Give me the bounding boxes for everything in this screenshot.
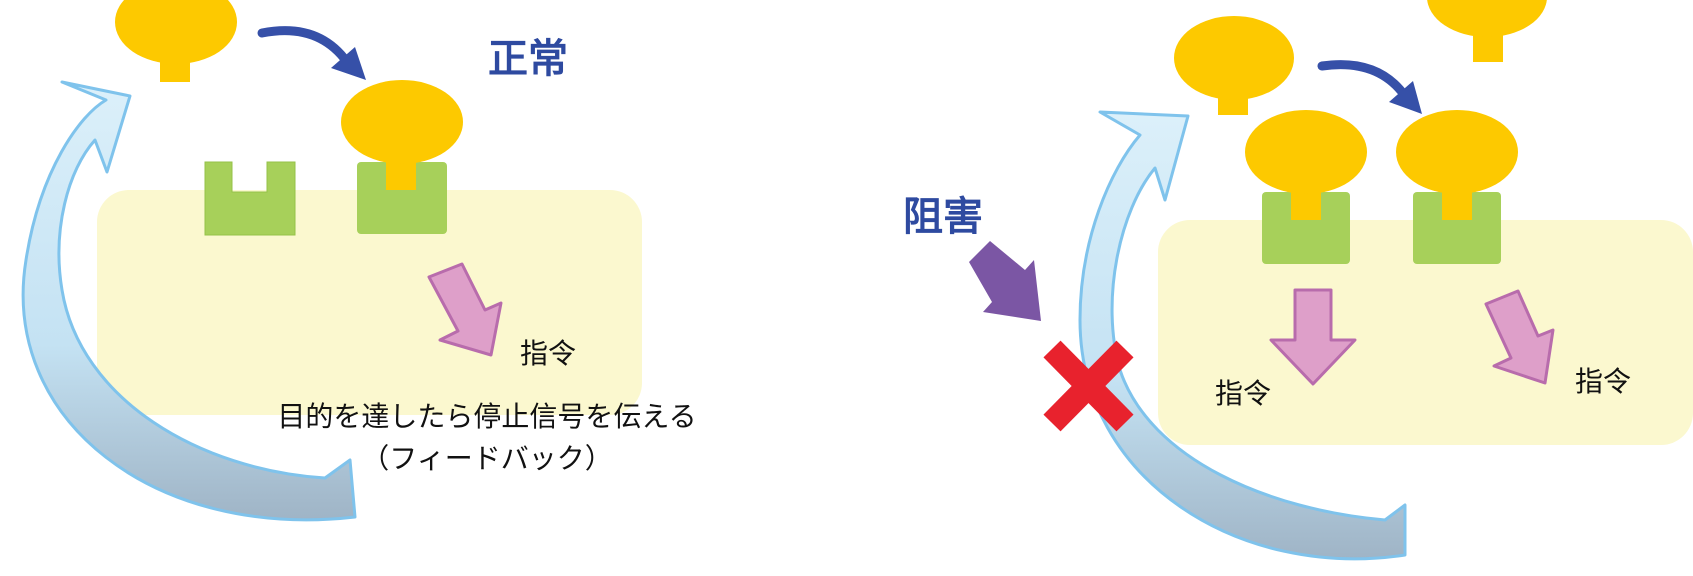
cell-body-blocked: [1158, 220, 1693, 445]
feedback-caption-line1: 目的を達したら停止信号を伝える: [277, 400, 697, 433]
receptor-empty: [204, 161, 296, 236]
binding-arrow-normal: [257, 26, 366, 80]
command-label-blocked-left: 指令: [1215, 377, 1272, 410]
blocked-panel: [969, 0, 1693, 561]
feedback-arrow-normal: [21, 80, 357, 522]
command-arrow-blocked-diag: [1484, 289, 1555, 385]
command-arrow-normal: [427, 262, 503, 357]
ligand-free-normal: [115, 0, 237, 82]
command-label-blocked-right: 指令: [1575, 365, 1632, 398]
feedback-arrow-blocked: [1078, 110, 1407, 561]
receptor-bound-blocked-left: [1245, 110, 1367, 264]
receptor-bound-blocked-right: [1396, 110, 1518, 264]
feedback-caption-line2: （フィードバック）: [361, 442, 613, 475]
cell-body-normal: [97, 190, 642, 415]
ligand-free-blocked-left: [1174, 16, 1294, 115]
ligand-free-blocked-right: [1427, 0, 1547, 62]
block-mark: [1043, 340, 1134, 432]
normal-title: 正常: [488, 36, 568, 82]
inhibitor-arrow: [969, 241, 1041, 321]
command-label-normal: 指令: [520, 337, 577, 370]
binding-arrow-blocked: [1317, 60, 1422, 114]
command-arrow-blocked-down: [1269, 288, 1357, 386]
feedback-caption: 目的を達したら停止信号を伝える （フィードバック）: [222, 396, 752, 480]
normal-panel: [21, 0, 642, 522]
blocked-title: 阻害: [903, 194, 983, 240]
receptor-bound-normal: [341, 80, 463, 234]
